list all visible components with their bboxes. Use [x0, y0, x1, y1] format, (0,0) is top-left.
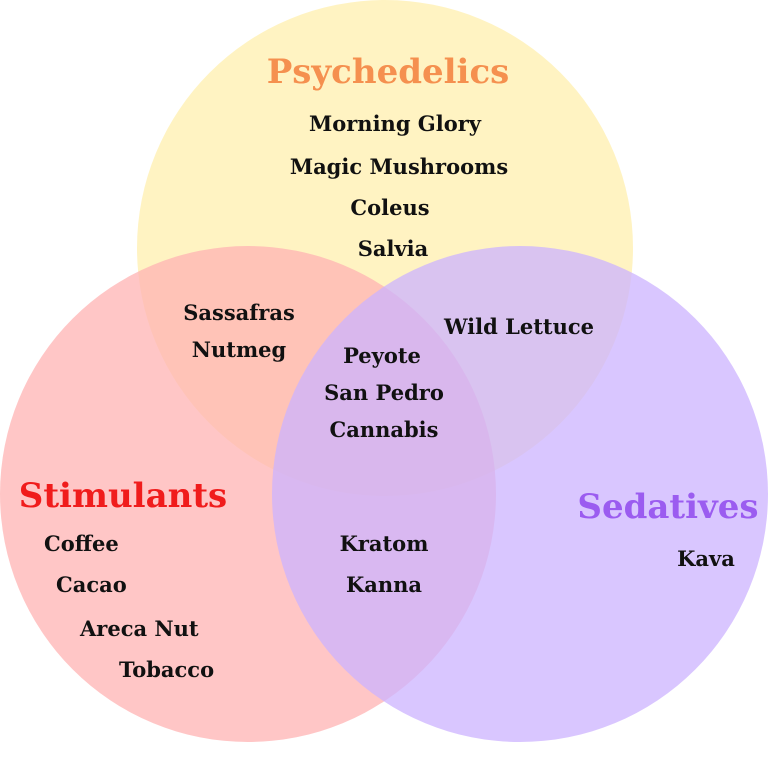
list-item: Peyote [343, 343, 421, 368]
list-item: Kanna [346, 572, 422, 597]
list-item: Morning Glory [309, 111, 482, 136]
list-item: Kava [677, 546, 735, 571]
list-item: Coleus [350, 195, 429, 220]
sedatives-circle [272, 246, 768, 742]
list-item: Salvia [358, 236, 429, 261]
list-item: Wild Lettuce [443, 314, 594, 339]
list-item: San Pedro [324, 380, 444, 405]
list-item: Magic Mushrooms [290, 154, 508, 179]
list-item: Kratom [340, 531, 429, 556]
list-item: Cacao [56, 572, 127, 597]
sedatives-title: Sedatives [577, 487, 758, 527]
psychedelics-title: Psychedelics [267, 52, 510, 92]
stimulants-title: Stimulants [19, 476, 227, 516]
list-item: Sassafras [183, 300, 295, 325]
list-item: Areca Nut [79, 616, 199, 641]
list-item: Cannabis [330, 417, 439, 442]
list-item: Nutmeg [192, 337, 287, 362]
list-item: Tobacco [119, 657, 214, 682]
list-item: Coffee [44, 531, 119, 556]
